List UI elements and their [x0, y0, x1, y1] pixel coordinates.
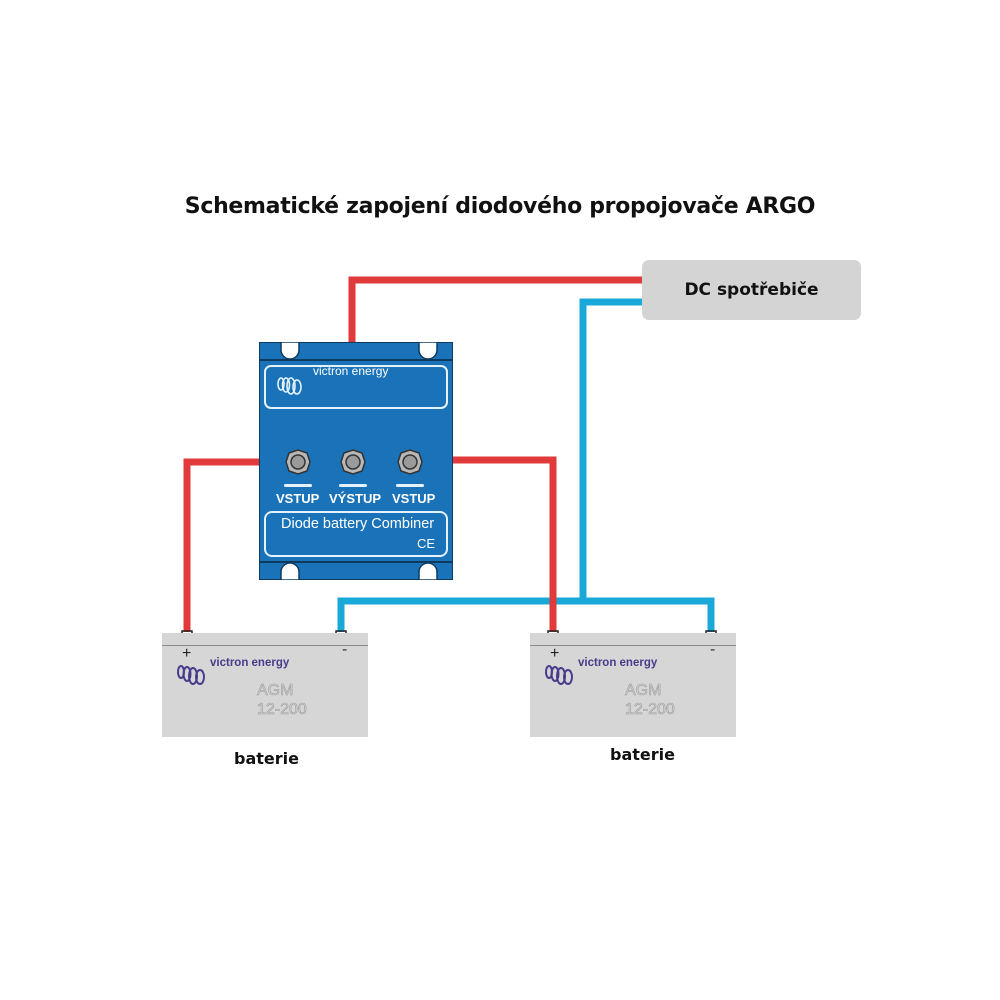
terminal-input-2 [397, 449, 423, 475]
mount-hole [280, 342, 300, 360]
battery-lid [530, 633, 736, 646]
terminal-label-input-2: VSTUP [392, 491, 436, 506]
wire-negative-bus [337, 597, 715, 632]
battery-2-label: baterie [610, 745, 675, 764]
battery-1-label: baterie [234, 749, 299, 768]
battery-body [530, 646, 736, 737]
terminal-label-output: VÝSTUP [329, 491, 382, 506]
victron-logo-icon [177, 665, 205, 685]
wire-input2-positive [410, 456, 557, 632]
mount-hole [418, 342, 438, 360]
battery-1: + - victron energy AGM 12-200 [162, 633, 368, 737]
terminal-output [340, 449, 366, 475]
mount-hole [418, 562, 438, 580]
wire-load-negative [579, 298, 643, 601]
battery-body [162, 646, 368, 737]
battery-capacity: 12-200 [625, 701, 675, 719]
plus-sign: + [182, 645, 192, 662]
minus-sign: - [342, 641, 348, 658]
battery-capacity: 12-200 [257, 701, 307, 719]
battery-type: AGM [257, 682, 294, 700]
terminal-label-input-1: VSTUP [276, 491, 320, 506]
battery-brand: victron energy [578, 657, 658, 669]
dc-loads-label: DC spotřebiče [684, 280, 819, 300]
combiner-product-name: Diode battery Combiner [281, 516, 435, 532]
plus-sign: + [550, 645, 560, 662]
victron-logo-icon [277, 377, 302, 395]
battery-model: AGM 12-200 [625, 681, 675, 719]
battery-model: AGM 12-200 [257, 681, 307, 719]
victron-logo-icon [545, 665, 573, 685]
diagram-title: Schematické zapojení diodového propojova… [184, 194, 816, 219]
battery-lid [162, 633, 368, 646]
minus-sign: - [710, 641, 716, 658]
battery-brand: victron energy [210, 657, 290, 669]
battery-type: AGM [625, 682, 662, 700]
combiner-brand: victron energy [313, 364, 389, 378]
ce-mark: CE [417, 536, 436, 551]
battery-2: + - victron energy AGM 12-200 [530, 633, 736, 737]
dc-loads-box: DC spotřebiče [642, 260, 861, 320]
mount-hole [280, 562, 300, 580]
diode-battery-combiner: victron energy VSTUP VÝSTUP VSTUP Diode … [259, 342, 453, 580]
combiner-body [259, 342, 453, 580]
terminal-input-1 [285, 449, 311, 475]
